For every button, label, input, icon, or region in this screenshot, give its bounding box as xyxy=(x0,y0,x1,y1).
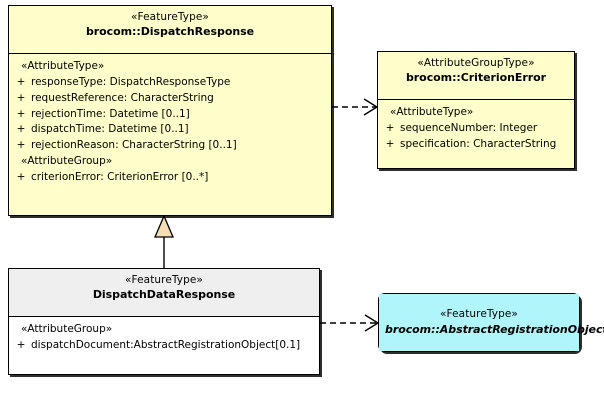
class-name: brocom::AbstractRegistrationObject xyxy=(385,322,604,336)
attribute-visibility: + xyxy=(16,338,26,351)
attribute-visibility: + xyxy=(16,75,26,88)
generalization-triangle-arrowhead xyxy=(154,214,174,238)
dependency-open-arrowhead-registration-object xyxy=(364,314,380,332)
attribute-text: requestReference: CharacterString xyxy=(31,91,214,104)
class-header-criterion-error: «AttributeGroupType» brocom::CriterionEr… xyxy=(378,52,574,99)
class-header-abstract-registration-object: «FeatureType» brocom::AbstractRegistrati… xyxy=(379,294,604,351)
class-name: brocom::CriterionError xyxy=(405,71,546,85)
attribute-text: sequenceNumber: Integer xyxy=(400,121,538,134)
attribute-visibility: + xyxy=(385,137,395,150)
class-stereotype: «FeatureType» xyxy=(440,308,518,321)
compartment-group-label: «AttributeGroup» xyxy=(21,323,113,335)
class-name: DispatchDataResponse xyxy=(92,288,236,302)
attribute-row[interactable]: + responseType: DispatchResponseType xyxy=(11,75,329,91)
attribute-visibility: + xyxy=(385,121,395,134)
attribute-row[interactable]: + specification: CharacterString xyxy=(380,137,572,153)
class-stereotype: «AttributeGroupType» xyxy=(417,57,535,69)
class-body-dispatch-response: «AttributeType» + responseType: Dispatch… xyxy=(9,53,331,215)
attribute-row[interactable]: + criterionError: CriterionError [0..*] xyxy=(11,170,329,186)
class-name: brocom::DispatchResponse xyxy=(85,25,255,39)
compartment-group-label: «AttributeType» xyxy=(390,106,474,118)
attribute-visibility: + xyxy=(16,107,26,120)
class-stereotype: «FeatureType» xyxy=(131,11,209,23)
class-box-dispatch-response[interactable]: «FeatureType» brocom::DispatchResponse «… xyxy=(8,5,332,216)
class-body-dispatch-data-response: «AttributeGroup» + dispatchDocument:Abst… xyxy=(9,316,319,374)
attribute-row[interactable]: + dispatchTime: Datetime [0..1] xyxy=(11,122,329,138)
class-box-dispatch-data-response[interactable]: «FeatureType» DispatchDataResponse «Attr… xyxy=(8,268,320,375)
attribute-row[interactable]: + rejectionReason: CharacterString [0..1… xyxy=(11,138,329,154)
attribute-text: criterionError: CriterionError [0..*] xyxy=(31,171,209,184)
attribute-visibility: + xyxy=(16,139,26,152)
class-header-dispatch-response: «FeatureType» brocom::DispatchResponse xyxy=(9,6,331,53)
dependency-connector-registration-object xyxy=(320,314,380,332)
dependency-open-arrowhead-criterion-error xyxy=(363,98,379,116)
attribute-visibility: + xyxy=(16,123,26,136)
attribute-visibility: + xyxy=(16,91,26,104)
attribute-text: rejectionTime: Datetime [0..1] xyxy=(31,107,190,120)
compartment-group-label: «AttributeGroup» xyxy=(21,155,113,168)
attribute-text: dispatchTime: Datetime [0..1] xyxy=(31,123,189,136)
attribute-text: responseType: DispatchResponseType xyxy=(31,75,231,88)
class-box-criterion-error[interactable]: «AttributeGroupType» brocom::CriterionEr… xyxy=(377,51,575,169)
class-stereotype: «FeatureType» xyxy=(125,274,203,286)
attribute-row[interactable]: + dispatchDocument:AbstractRegistrationO… xyxy=(11,338,317,354)
attribute-text: specification: CharacterString xyxy=(400,137,557,150)
attribute-row[interactable]: + requestReference: CharacterString xyxy=(11,91,329,107)
class-box-abstract-registration-object[interactable]: «FeatureType» brocom::AbstractRegistrati… xyxy=(378,293,604,352)
attribute-visibility: + xyxy=(16,171,26,184)
attribute-text: dispatchDocument:AbstractRegistrationObj… xyxy=(31,338,301,351)
compartment-group-label: «AttributeType» xyxy=(21,60,105,72)
class-header-dispatch-data-response: «FeatureType» DispatchDataResponse xyxy=(9,269,319,316)
class-body-criterion-error: «AttributeType» + sequenceNumber: Intege… xyxy=(378,99,574,168)
attribute-row[interactable]: + sequenceNumber: Integer xyxy=(380,121,572,137)
dependency-connector-criterion-error xyxy=(332,98,379,116)
attribute-row[interactable]: + rejectionTime: Datetime [0..1] xyxy=(11,107,329,123)
attribute-text: rejectionReason: CharacterString [0..1] xyxy=(31,139,237,152)
generalization-connector xyxy=(154,214,174,268)
